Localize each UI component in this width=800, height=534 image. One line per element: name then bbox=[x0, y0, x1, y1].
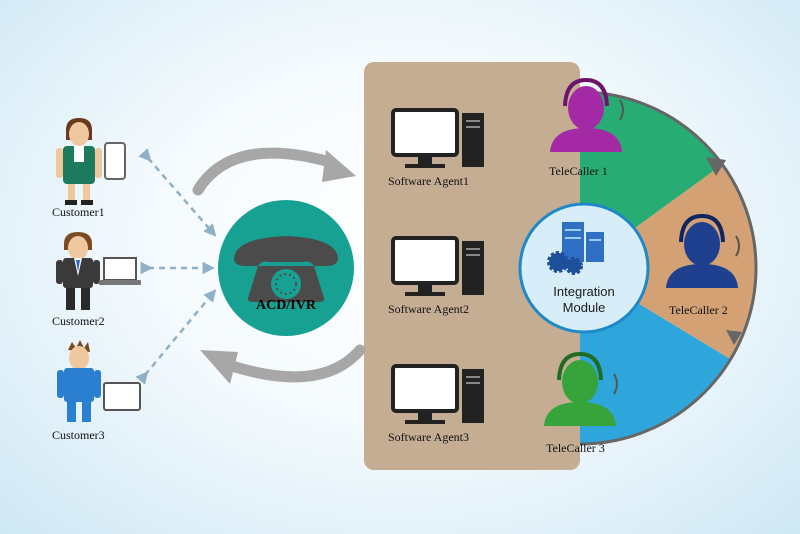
customer1-figure bbox=[56, 118, 102, 205]
agent-label-3: Software Agent3 bbox=[388, 430, 469, 444]
customer-label-3: Customer3 bbox=[52, 428, 105, 442]
rim-arrow-1 bbox=[706, 157, 726, 176]
dashed-connectors bbox=[135, 148, 217, 385]
customer2-figure bbox=[56, 232, 100, 310]
segment-tan bbox=[580, 164, 756, 359]
customer-label-1: Customer1 bbox=[52, 205, 105, 219]
integration-line-1: Integration bbox=[553, 284, 615, 299]
rim-arrow-2 bbox=[726, 330, 742, 345]
telecaller-label-1: TeleCaller 1 bbox=[549, 164, 608, 178]
telecaller-label-3: TeleCaller 3 bbox=[546, 441, 605, 455]
telecaller-label-2: TeleCaller 2 bbox=[669, 303, 728, 317]
wheel-rim bbox=[579, 90, 758, 446]
customer3-figure bbox=[57, 340, 101, 422]
integration-line-2: Module bbox=[562, 300, 606, 315]
headset-icon-telecaller1 bbox=[550, 77, 624, 152]
integration-module bbox=[518, 202, 650, 334]
customer-label-2: Customer2 bbox=[52, 314, 105, 328]
arrow-lower bbox=[226, 344, 366, 383]
headset-icon-telecaller3 bbox=[544, 351, 618, 426]
hub-label: ACD/IVR bbox=[256, 298, 316, 313]
integration-module-label: Integration Module bbox=[542, 284, 626, 316]
computer-icon-3 bbox=[391, 364, 484, 424]
server-gears-icon bbox=[547, 222, 604, 275]
acd-ivr-hub bbox=[218, 200, 354, 336]
laptop-icon bbox=[99, 257, 141, 285]
headset-icon-telecaller2 bbox=[666, 213, 740, 288]
arrow-upper bbox=[192, 147, 336, 196]
agent-label-2: Software Agent2 bbox=[388, 302, 469, 316]
computer-icon-1 bbox=[391, 108, 484, 168]
agent-label-1: Software Agent1 bbox=[388, 174, 469, 188]
computer-icon-2 bbox=[391, 236, 484, 296]
telephone-icon bbox=[234, 236, 338, 302]
tablet-icon bbox=[103, 382, 141, 411]
smartphone-icon bbox=[104, 142, 126, 180]
